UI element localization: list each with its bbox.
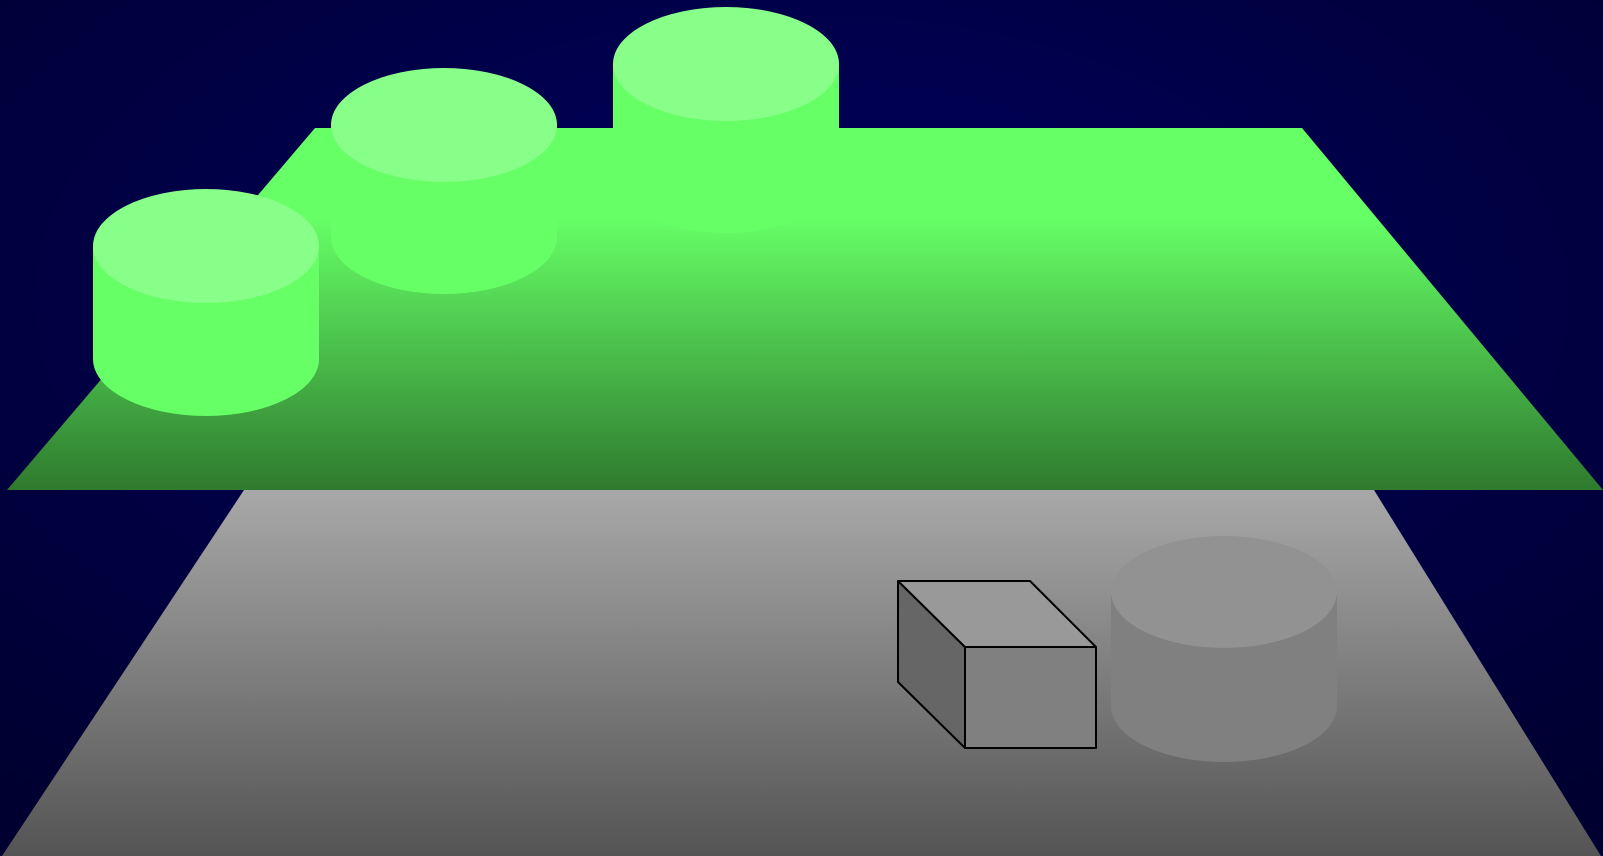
green-cylinder-3 — [93, 189, 319, 416]
cube-front-face — [965, 647, 1096, 748]
lower-gray-plane — [2, 490, 1601, 856]
green-cylinder-1-top — [613, 7, 839, 121]
green-cylinder-2 — [331, 68, 557, 294]
gray-cylinder — [1111, 536, 1337, 762]
green-cylinder-1 — [613, 7, 839, 233]
gray-cylinder-top — [1111, 536, 1337, 648]
green-cylinder-2-top — [331, 68, 557, 182]
green-cylinder-3-top — [93, 189, 319, 303]
